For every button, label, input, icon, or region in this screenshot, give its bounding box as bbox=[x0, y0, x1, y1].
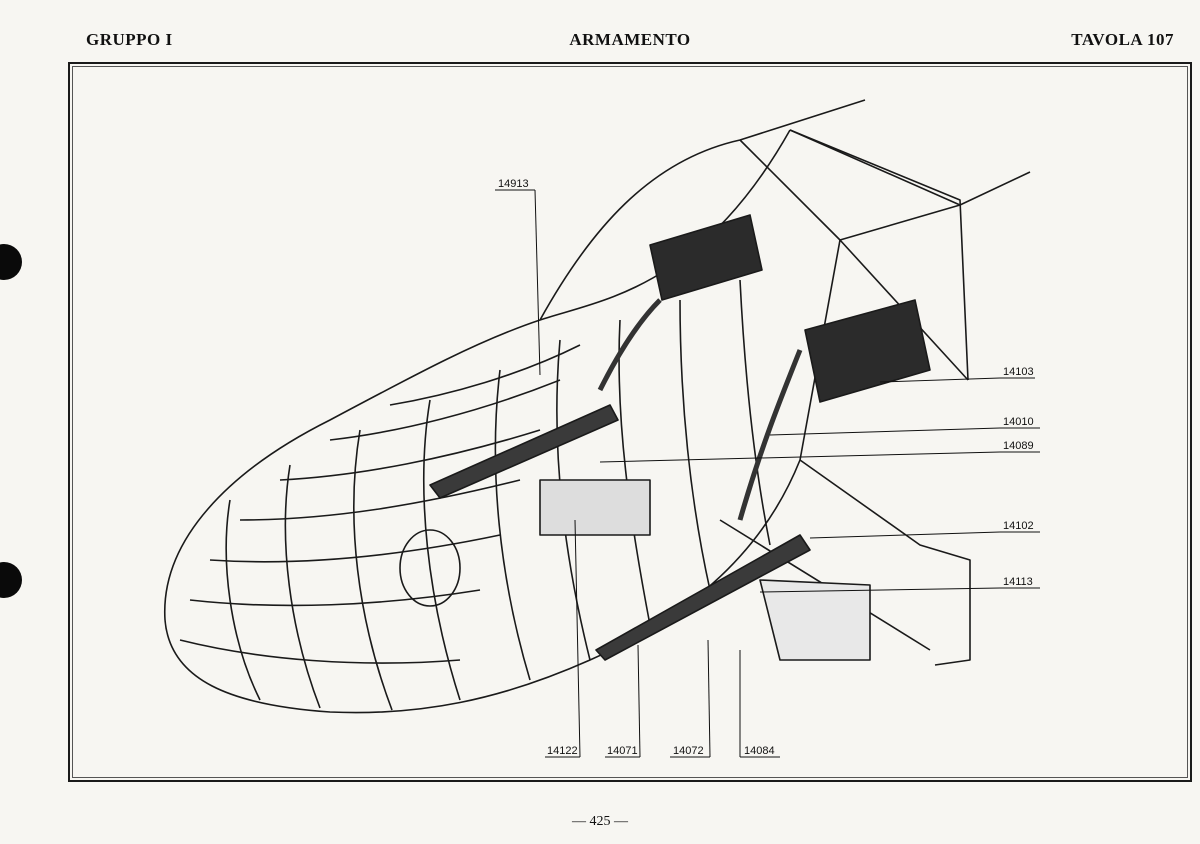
plate-frame-inner bbox=[72, 66, 1188, 778]
callout-14122: 14122 bbox=[547, 745, 578, 757]
ammo-box-upper bbox=[649, 214, 763, 301]
callout-14103: 14103 bbox=[1003, 366, 1034, 378]
section-title: ARMAMENTO bbox=[569, 30, 691, 49]
callout-14102: 14102 bbox=[1003, 520, 1034, 532]
machine-gun-lower bbox=[595, 534, 871, 661]
callout-14089: 14089 bbox=[1003, 440, 1034, 452]
binder-hole-bottom bbox=[0, 562, 22, 598]
machine-gun-upper bbox=[429, 404, 651, 536]
ammo-box-right bbox=[804, 299, 931, 403]
callout-14084: 14084 bbox=[744, 745, 775, 757]
leader-lines bbox=[495, 189, 1040, 758]
ammo-belts bbox=[597, 298, 803, 521]
callout-14010: 14010 bbox=[1003, 416, 1034, 428]
callout-14072: 14072 bbox=[673, 745, 704, 757]
binder-hole-top bbox=[0, 244, 22, 280]
group-label: GRUPPO I bbox=[86, 30, 173, 49]
callout-14113: 14113 bbox=[1003, 576, 1033, 588]
callout-14913: 14913 bbox=[498, 178, 529, 190]
plate-frame-outer bbox=[68, 62, 1192, 782]
page-number: — 425 — bbox=[572, 814, 628, 829]
plate-number: TAVOLA 107 bbox=[1071, 30, 1174, 49]
callout-14071: 14071 bbox=[607, 745, 638, 757]
fuselage-frame bbox=[164, 99, 1031, 714]
page-header: GRUPPO I ARMAMENTO TAVOLA 107 bbox=[0, 30, 1200, 56]
